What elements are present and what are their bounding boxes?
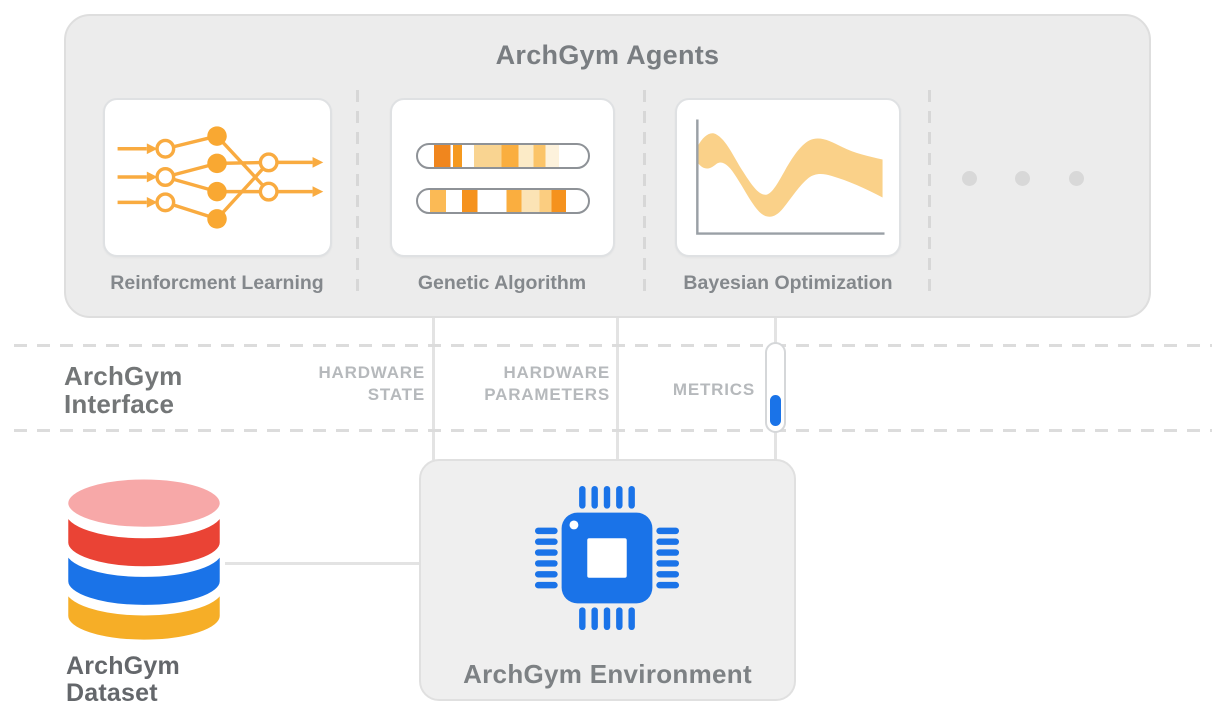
interface-dashed-divider-bottom [14, 429, 1212, 432]
channel-label-metrics: METRICS [672, 380, 755, 399]
dataset-title: ArchGym Dataset [66, 652, 180, 707]
interface-dashed-divider-top [14, 344, 1212, 347]
card-separator [356, 90, 359, 294]
environment-title: ArchGym Environment [463, 659, 752, 689]
metrics-slider-thumb [769, 395, 781, 426]
dataset-environment-connector [225, 562, 420, 565]
more-agents-ellipsis-dot [1015, 171, 1030, 186]
card-separator [643, 90, 646, 294]
chromosome-strand [416, 143, 590, 169]
channel-label-hardware-parameters: HARDWARE PARAMETERS [484, 363, 610, 404]
agent-card-genetic-algorithm [390, 98, 615, 257]
agent-card-label: Reinforcment Learning [110, 272, 324, 294]
metrics-slider [765, 342, 786, 433]
uncertainty-band-chart-icon [696, 119, 885, 235]
agent-card-label: Genetic Algorithm [417, 272, 587, 294]
channel-label-hardware-state: HARDWARE STATE [318, 363, 425, 404]
connector-hardware-parameters [616, 318, 619, 460]
agent-card-reinforcement-learning [103, 98, 332, 257]
more-agents-ellipsis-dot [962, 171, 977, 186]
agent-card-label: Bayesian Optimization [683, 272, 893, 294]
database-icon [65, 476, 223, 643]
connector-hardware-state [432, 318, 435, 460]
chip-icon [534, 485, 680, 631]
more-agents-ellipsis-dot [1069, 171, 1084, 186]
chromosome-strand [416, 188, 590, 214]
neural-network-icon [117, 126, 324, 229]
card-separator [928, 90, 931, 294]
agents-panel-title: ArchGym Agents [495, 40, 720, 70]
interface-title: ArchGym Interface [64, 361, 183, 419]
agent-card-bayesian-optimization [675, 98, 901, 257]
